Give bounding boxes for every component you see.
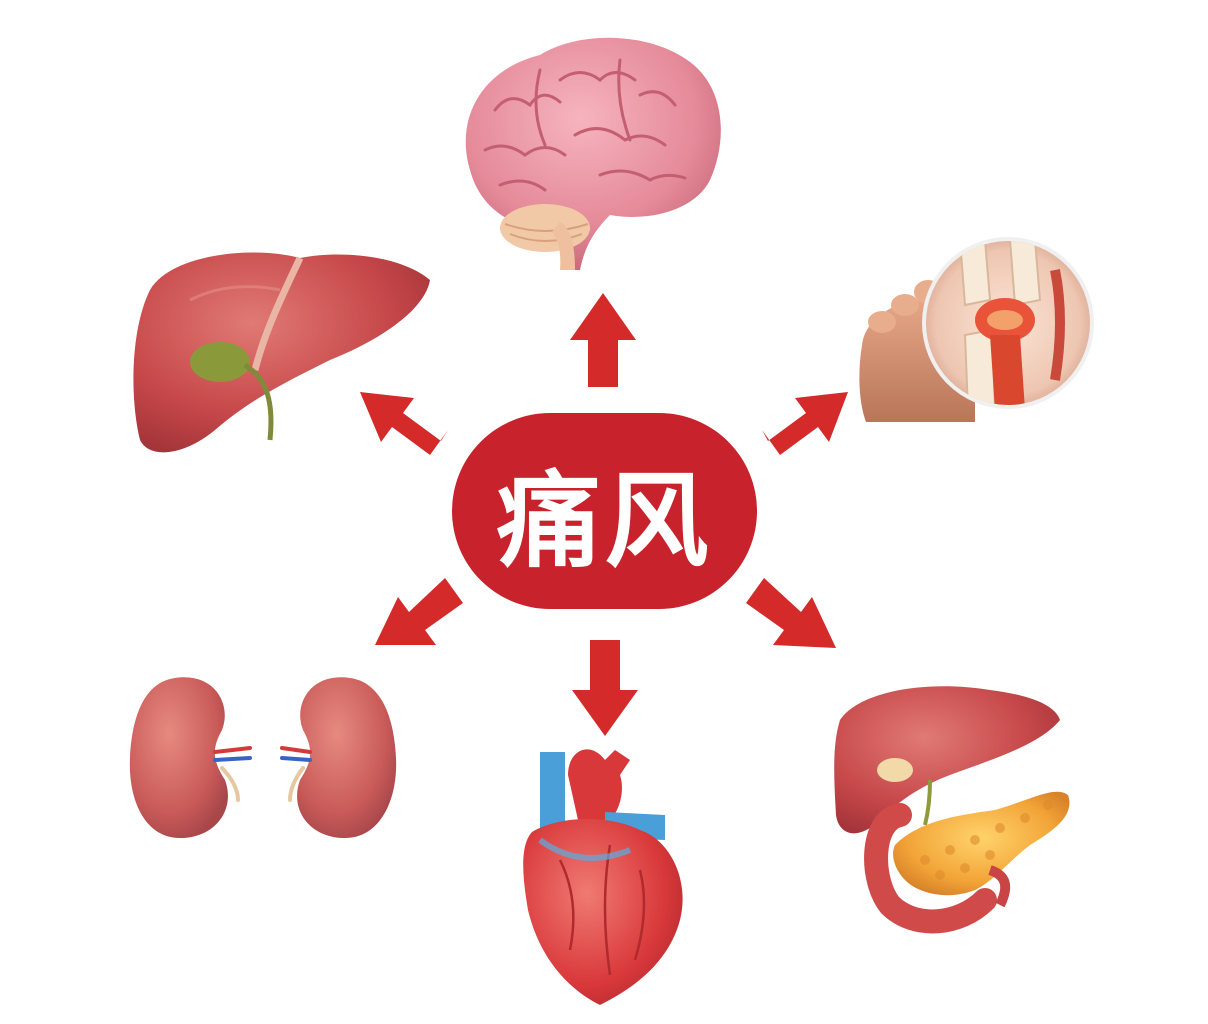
heart-icon: [523, 749, 683, 1005]
arrow-up-right: [762, 392, 848, 455]
arrow-down-right: [746, 578, 836, 648]
brain-icon: [465, 37, 721, 270]
arrow-down: [572, 640, 638, 736]
gout-foot-joint-icon: [859, 237, 1094, 422]
liver-gallbladder-icon: [133, 252, 430, 453]
arrow-down-left: [375, 578, 463, 645]
arrow-up-left: [360, 392, 448, 455]
kidneys-icon: [129, 677, 397, 838]
liver-pancreas-icon: [834, 686, 1070, 934]
arrow-up: [570, 293, 636, 387]
center-pill: [452, 413, 757, 609]
arrows: [360, 293, 848, 736]
